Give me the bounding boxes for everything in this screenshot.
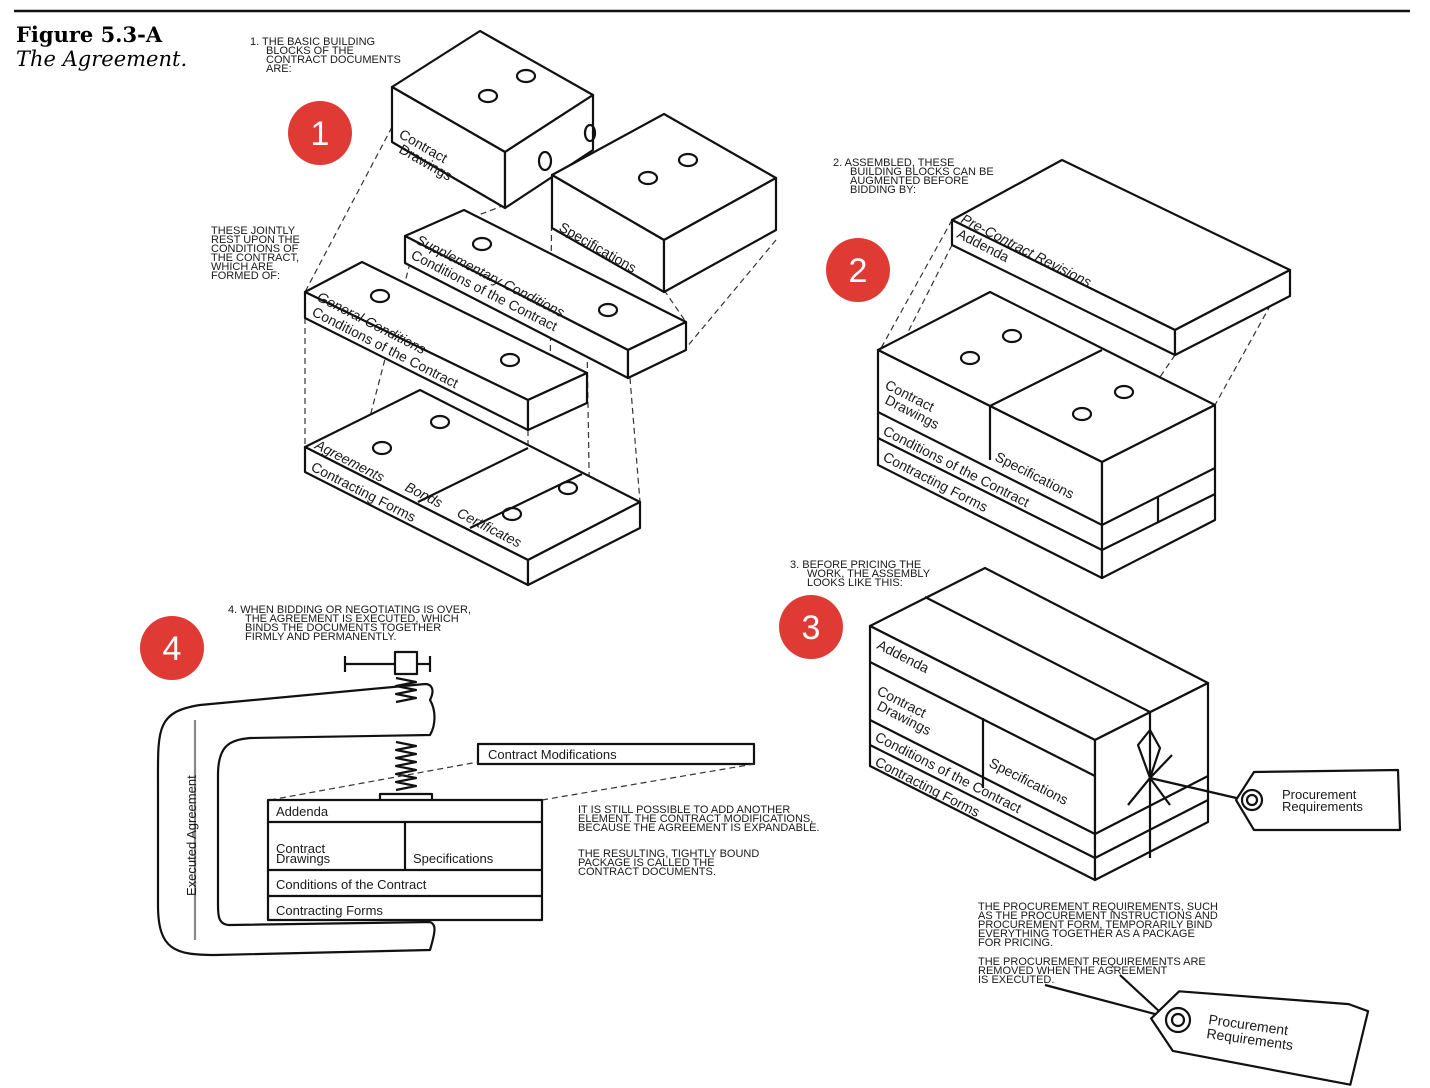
clamp-screw (343, 650, 434, 804)
block-priced-assembly: Addenda Contract Drawings Specifications… (868, 566, 1246, 882)
svg-text:Contract: Contract (276, 841, 326, 856)
svg-text:Drawings: Drawings (276, 851, 331, 866)
svg-text:Specifications: Specifications (413, 851, 494, 866)
svg-text:Contract Modifications: Contract Modifications (488, 747, 617, 762)
svg-text:Addenda: Addenda (276, 804, 329, 819)
svg-text:THE AGREEMENT IS EXECUTED, WHI: THE AGREEMENT IS EXECUTED, WHICH (245, 613, 459, 625)
block-contract-drawings: Contract Drawings (390, 29, 597, 210)
svg-text:EVERYTHING TOGETHER AS A PACKA: EVERYTHING TOGETHER AS A PACKAGE (978, 928, 1195, 940)
svg-text:CONTRACT DOCUMENTS.: CONTRACT DOCUMENTS. (578, 866, 716, 878)
svg-text:WORK, THE ASSEMBLY: WORK, THE ASSEMBLY (807, 568, 931, 580)
svg-text:Requirements: Requirements (1282, 799, 1363, 814)
svg-text:1. THE BASIC BUILDING: 1. THE BASIC BUILDING (250, 36, 375, 48)
block-contracting-forms: Agreements Bonds Certificates Contractin… (303, 388, 642, 587)
svg-text:THE CONTRACT,: THE CONTRACT, (211, 252, 299, 264)
block-pre-contract-revisions: Pre-Contract Revisions Addenda (950, 158, 1292, 357)
svg-text:BLOCKS OF THE: BLOCKS OF THE (266, 45, 354, 57)
procurement-tag-lower: Procurement Requirements (1044, 974, 1370, 1086)
step-badge-3: 3 (779, 595, 843, 659)
svg-text:AS THE PROCUREMENT INSTRUCTION: AS THE PROCUREMENT INSTRUCTIONS AND (978, 910, 1218, 922)
svg-text:LOOKS LIKE THIS:: LOOKS LIKE THIS: (807, 577, 903, 589)
svg-text:CONTRACT DOCUMENTS: CONTRACT DOCUMENTS (266, 54, 401, 66)
resulting-note: THE RESULTING, TIGHTLY BOUND PACKAGE IS … (578, 848, 759, 878)
procurement-tag-upper: Procurement Requirements (1234, 768, 1402, 832)
figure-subtitle: The Agreement. (16, 47, 187, 71)
svg-text:THE PROCUREMENT REQUIREMENTS,: THE PROCUREMENT REQUIREMENTS, SUCH (978, 901, 1218, 913)
svg-text:IT IS STILL POSSIBLE TO ADD AN: IT IS STILL POSSIBLE TO ADD ANOTHER (578, 804, 790, 816)
svg-text:PACKAGE IS CALLED THE: PACKAGE IS CALLED THE (578, 857, 715, 869)
svg-text:WHICH ARE: WHICH ARE (211, 261, 273, 273)
svg-text:BIDDING BY:: BIDDING BY: (850, 184, 916, 196)
step-3-caption: 3. BEFORE PRICING THE WORK, THE ASSEMBLY… (790, 559, 931, 589)
svg-text:3: 3 (802, 609, 821, 647)
step-badge-4: 4 (140, 616, 204, 680)
step-4-caption: 4. WHEN BIDDING OR NEGOTIATING IS OVER, … (228, 604, 471, 643)
svg-text:FORMED OF:: FORMED OF: (211, 270, 280, 282)
executed-agreement-label: Executed Agreement (184, 775, 199, 896)
svg-text:Conditions of the Contract: Conditions of the Contract (276, 877, 427, 892)
c-clamp: Executed Agreement (156, 650, 436, 957)
document-stack: Addenda Contract Drawings Specifications… (266, 798, 544, 922)
svg-text:1: 1 (311, 115, 330, 153)
svg-text:4. WHEN BIDDING OR NEGOTIATIN: 4. WHEN BIDDING OR NEGOTIATING IS OVER, (228, 604, 471, 616)
svg-text:THESE JOINTLY: THESE JOINTLY (211, 225, 296, 237)
svg-text:BECAUSE THE AGREEMENT IS EXPAN: BECAUSE THE AGREEMENT IS EXPANDABLE. (578, 822, 819, 834)
expandable-note: IT IS STILL POSSIBLE TO ADD ANOTHER ELEM… (578, 804, 819, 834)
step-badge-2: 2 (826, 238, 890, 302)
contract-modifications: Contract Modifications (269, 742, 756, 801)
step-2-caption: 2. ASSEMBLED, THESE BUILDING BLOCKS CAN … (833, 157, 994, 196)
svg-text:Contracting Forms: Contracting Forms (276, 903, 383, 918)
step-1-caption: 1. THE BASIC BUILDING BLOCKS OF THE CONT… (250, 36, 401, 75)
svg-text:IS EXECUTED.: IS EXECUTED. (978, 974, 1054, 986)
svg-text:ELEMENT. THE CONTRACT MODIFICA: ELEMENT. THE CONTRACT MODIFICATIONS, (578, 813, 813, 825)
svg-text:FIRMLY AND PERMANENTLY.: FIRMLY AND PERMANENTLY. (245, 631, 396, 643)
svg-text:Procurement: Procurement (1282, 787, 1357, 802)
svg-text:BINDS THE DOCUMENTS TOGETHER: BINDS THE DOCUMENTS TOGETHER (245, 622, 441, 634)
jointly-note: THESE JOINTLY REST UPON THE CONDITIONS O… (211, 225, 300, 282)
svg-text:BUILDING BLOCKS CAN BE: BUILDING BLOCKS CAN BE (850, 166, 994, 178)
svg-text:PROCUREMENT FORM, TEMPORARILY: PROCUREMENT FORM, TEMPORARILY BIND (978, 919, 1213, 931)
procurement-removed-note: THE PROCUREMENT REQUIREMENTS ARE REMOVED… (978, 956, 1206, 986)
step-badge-1: 1 (288, 101, 352, 165)
svg-text:2: 2 (849, 252, 868, 290)
svg-text:FOR PRICING.: FOR PRICING. (978, 937, 1053, 949)
svg-text:2. ASSEMBLED, THESE: 2. ASSEMBLED, THESE (833, 157, 954, 169)
procurement-bind-note: THE PROCUREMENT REQUIREMENTS, SUCH AS TH… (978, 901, 1218, 949)
svg-text:AUGMENTED BEFORE: AUGMENTED BEFORE (850, 175, 969, 187)
svg-text:3. BEFORE PRICING THE: 3. BEFORE PRICING THE (790, 559, 921, 571)
svg-text:ARE:: ARE: (266, 63, 292, 75)
figure-title: Figure 5.3-A (16, 22, 163, 47)
svg-text:REST UPON THE: REST UPON THE (211, 234, 300, 246)
svg-text:REMOVED WHEN THE AGREEMENT: REMOVED WHEN THE AGREEMENT (978, 965, 1168, 977)
svg-text:CONDITIONS OF: CONDITIONS OF (211, 243, 299, 255)
svg-text:4: 4 (163, 630, 182, 668)
svg-text:THE PROCUREMENT REQUIREMENTS A: THE PROCUREMENT REQUIREMENTS ARE (978, 956, 1206, 968)
svg-text:THE RESULTING, TIGHTLY BOUND: THE RESULTING, TIGHTLY BOUND (578, 848, 759, 860)
